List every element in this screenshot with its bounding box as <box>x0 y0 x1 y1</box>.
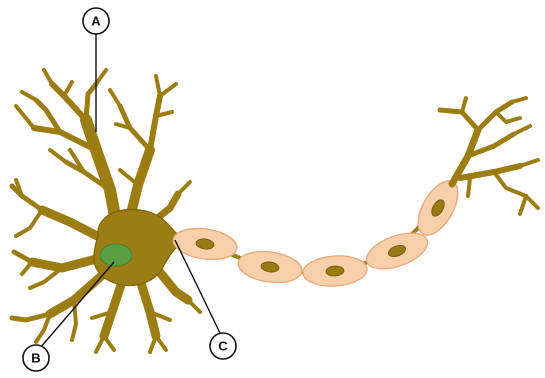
label-c-text: C <box>218 339 228 354</box>
myelin-segment <box>171 225 239 264</box>
myelin-segment <box>236 248 304 287</box>
label-a: A <box>83 8 109 34</box>
label-a-text: A <box>91 14 101 29</box>
dendrites <box>12 70 200 352</box>
myelin-sheath <box>171 175 466 289</box>
myelin-segment <box>410 175 466 242</box>
myelin-segment <box>302 254 368 288</box>
nucleus <box>100 244 132 266</box>
label-b: B <box>23 345 49 371</box>
label-b-text: B <box>31 351 40 366</box>
label-c: C <box>210 333 236 359</box>
